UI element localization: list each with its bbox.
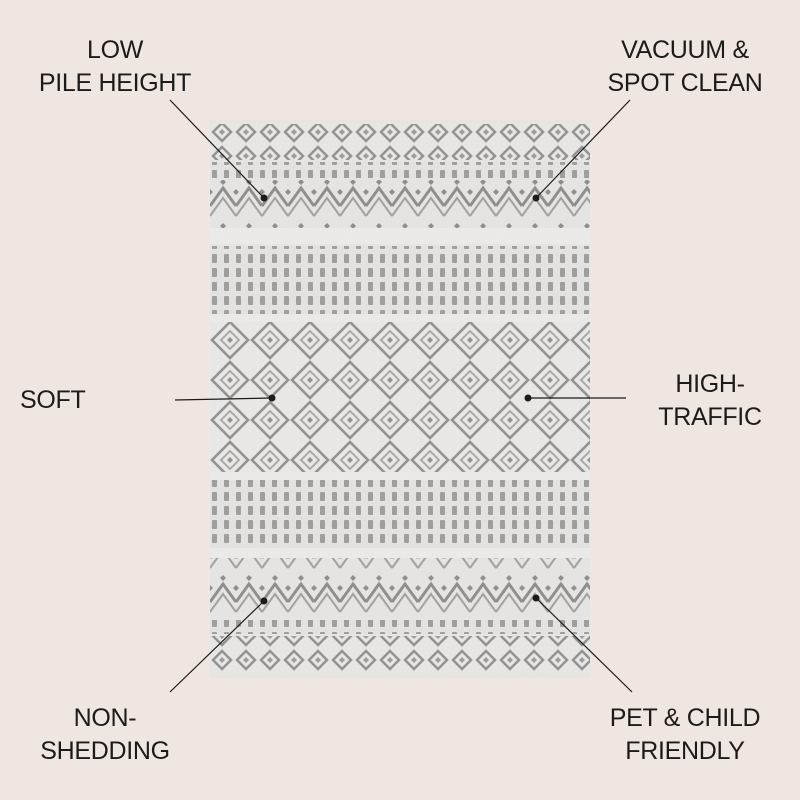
label-line: PET & CHILD [609,704,761,732]
leader-line-non-shedding [169,600,265,693]
leader-line-pet-child [535,597,633,693]
label-non-shedding: NON- SHEDDING [20,702,190,768]
label-line: FRIENDLY [625,737,745,765]
marker-dot-low-pile [260,194,268,202]
label-line: TRAFFIC [658,403,762,431]
label-line: HIGH- [675,370,745,398]
marker-dot-pet-child [532,594,540,602]
leader-line-low-pile [169,99,265,199]
leader-line-soft [174,397,273,401]
callout-markers [260,194,540,605]
leader-line-vacuum [535,99,631,199]
label-line: NON- [73,704,137,732]
rug-image [210,120,590,678]
callout-lines [169,99,633,693]
label-soft: SOFT [20,384,130,417]
label-line: VACUUM & [621,36,749,64]
marker-dot-vacuum [532,194,540,202]
label-line: LOW [86,36,144,64]
label-line: SHEDDING [40,737,170,765]
marker-dot-non-shedding [260,597,268,605]
label-line: PILE HEIGHT [38,69,192,97]
marker-dot-high-traffic [524,394,532,402]
label-line: SPOT CLEAN [607,69,763,97]
label-line: SOFT [20,386,86,414]
label-pet-child-friendly: PET & CHILD FRIENDLY [590,702,780,768]
label-high-traffic: HIGH- TRAFFIC [640,368,780,434]
marker-dot-soft [268,394,276,402]
label-low-pile-height: LOW PILE HEIGHT [20,34,210,100]
label-vacuum-spot-clean: VACUUM & SPOT CLEAN [590,34,780,100]
